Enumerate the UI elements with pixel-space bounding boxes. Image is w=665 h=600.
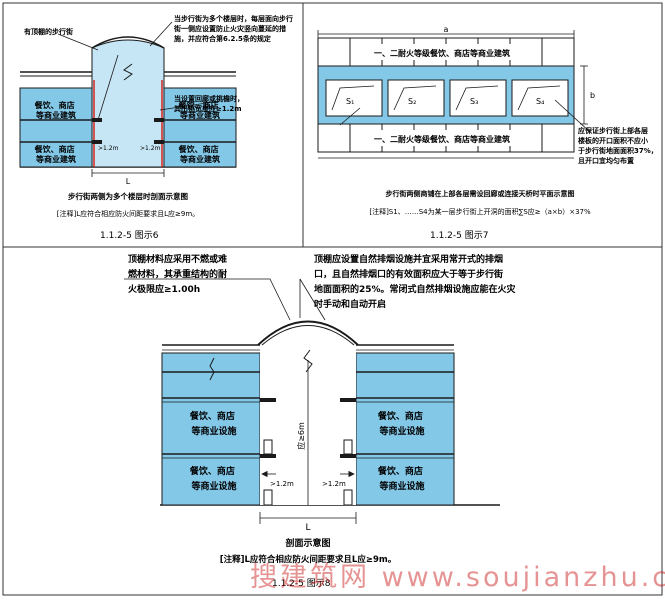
fig8-shop-left-1: 餐饮、商店 等商业设施 <box>189 410 238 437</box>
fig8-roof <box>257 320 359 346</box>
fig7-band-bottom: 一、二耐火等级餐饮、商店等商业建筑 <box>374 134 510 144</box>
fig8-dim-12-right: >1.2m <box>322 480 346 488</box>
fig6-dim-12-right: >1.2m <box>140 145 161 152</box>
fig7-s4: S₄ <box>536 97 544 106</box>
fig8-dim-12-left: >1.2m <box>270 480 294 488</box>
fig7-note: 应保证步行街上部各层 楼板的开口面积不应小 于步行街地面面积37%， 且开口宜均… <box>578 126 660 165</box>
fig6-shop-left: 餐饮、商店 等商业建筑 <box>34 100 78 120</box>
fig7-dim-a: a <box>444 25 449 34</box>
fig8-footnote: [注释]L应符合相应防火间距要求且L应≥9m。 <box>220 554 397 565</box>
watermark: 搜建筑网 www.soujianzhu.cn <box>250 562 665 593</box>
fig8-label: 1.1.2-5 图示8 <box>272 578 331 589</box>
fig8-note-left: 顶棚材料应采用不燃或难 燃材料，其承重结构的耐 火极限应≥1.00h <box>128 253 230 295</box>
fig6-caption: 步行街两侧为多个楼层时剖面示意图 <box>68 191 188 201</box>
fig6-right-building <box>163 87 237 168</box>
fig7-s2: S₂ <box>408 97 416 106</box>
fig8-dim-L: L <box>305 523 310 533</box>
fig6-note-top: 当步行街为多个楼层时，每层面向步行 街一侧应设置防止火灾竖向蔓延的措 施，并应符… <box>173 14 295 43</box>
fig6-footnote: [注释]L应符合相应防火间距要求且L应≥9m。 <box>57 209 199 218</box>
fig7-band-top: 一、二耐火等级餐饮、商店等商业建筑 <box>374 48 510 58</box>
fig6-note-mid: 当设置回廊或挑檐时， 其出挑宽度应≥1.2m <box>174 94 246 113</box>
fig6-shop-right: 餐饮、商店 等商业建筑 <box>178 100 222 120</box>
figure-7: S₁ S₂ S₃ S₄ a b 一、二耐火等级餐饮、商店等商业建筑 一、二耐火等… <box>317 25 660 241</box>
fig7-label: 1.1.2-5 图示7 <box>430 230 488 241</box>
fig6-dim-12-left: >1.2m <box>98 145 119 152</box>
figure-6: 有顶棚的步行街 当步行街为多个楼层时，每层面向步行 街一侧应设置防止火灾竖向蔓延… <box>19 14 295 241</box>
fig7-footnote: [注释]S1、……S4为某一层步行街上开洞的面积∑S应≥（a×b）×37% <box>369 207 591 216</box>
fig8-right-building <box>355 352 455 506</box>
fig8-dim-height: 应≥6m <box>296 422 306 450</box>
figure-8: 顶棚材料应采用不燃或难 燃材料，其承重结构的耐 火极限应≥1.00h 顶棚应设置… <box>124 253 519 589</box>
fig7-dim-b: b <box>590 91 595 100</box>
fig8-note-right: 顶棚应设置自然排烟设施并宜采用常开式的排烟 口，且自然排烟口的有效面积应大于等于… <box>314 253 519 310</box>
fig8-shop-right-2: 餐饮、商店 等商业设施 <box>377 465 426 492</box>
fig8-caption: 剖面示意图 <box>285 537 330 549</box>
fig8-shop-right-1: 餐饮、商店 等商业设施 <box>377 410 426 437</box>
fig6-left-building <box>19 87 93 168</box>
fig7-s1: S₁ <box>346 97 354 106</box>
fig6-shop-left-2: 餐饮、商店 等商业建筑 <box>34 144 78 164</box>
fig8-shop-left-2: 餐饮、商店 等商业设施 <box>189 465 238 492</box>
fig6-roof-label: 有顶棚的步行街 <box>24 27 73 36</box>
fig7-caption: 步行街两侧商铺在上部各层需设回廊或连接天桥时平面示意图 <box>386 189 575 198</box>
fig7-s3: S₃ <box>470 97 478 106</box>
fig6-shop-right-2: 餐饮、商店 等商业建筑 <box>178 144 222 164</box>
fig6-label: 1.1.2-5 图示6 <box>100 230 159 241</box>
fig6-dim-L: L <box>126 177 131 186</box>
